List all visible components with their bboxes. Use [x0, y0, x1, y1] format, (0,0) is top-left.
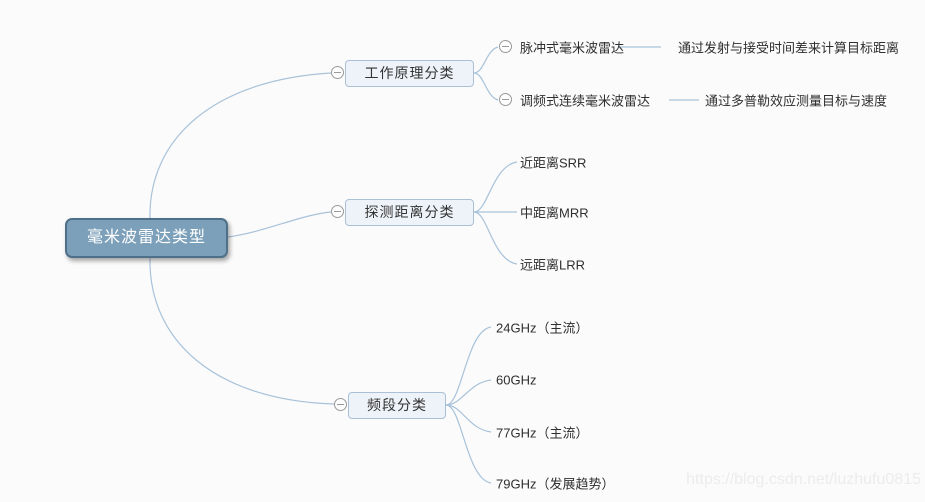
node-fm-continuous-radar[interactable]: 调频式连续毫米波雷达 — [520, 93, 651, 109]
edge-branch1-child2 — [473, 72, 499, 101]
node-srr[interactable]: 近距离SRR — [520, 155, 587, 171]
minus-glyph — [502, 99, 509, 100]
watermark-text: https://blog.csdn.net/luzhufu0815 — [686, 471, 921, 488]
edge-branch3-child1 — [445, 326, 492, 406]
minus-glyph — [337, 404, 344, 405]
edge-branch2-child1 — [473, 161, 518, 213]
collapse-icon-fm-radar[interactable] — [499, 93, 512, 106]
collapse-icon-pulse-radar[interactable] — [499, 40, 512, 53]
edge-root-branch1 — [149, 72, 332, 220]
node-mrr[interactable]: 中距离MRR — [520, 205, 589, 221]
edge-branch3-child2 — [445, 379, 492, 406]
collapse-icon-branch2[interactable] — [331, 205, 344, 218]
edge-branch1-child1 — [473, 46, 499, 74]
minus-glyph — [334, 72, 341, 73]
node-pulse-radar[interactable]: 脉冲式毫米波雷达 — [520, 40, 625, 56]
node-24ghz[interactable]: 24GHz（主流） — [496, 320, 589, 336]
edge-branch3-child3 — [445, 404, 492, 433]
node-77ghz[interactable]: 77GHz（主流） — [496, 425, 589, 441]
note-pulse-radar[interactable]: 通过发射与接受时间差来计算目标距离 — [678, 40, 900, 56]
edge-root-branch2 — [227, 211, 332, 238]
edge-branch3-child4 — [445, 404, 492, 484]
collapse-icon-branch1[interactable] — [331, 66, 344, 79]
collapse-icon-branch3[interactable] — [334, 398, 347, 411]
branch-node-frequency-band[interactable]: 频段分类 — [348, 392, 446, 419]
edge-root-branch3 — [149, 256, 335, 405]
node-60ghz[interactable]: 60GHz — [496, 372, 537, 388]
root-node[interactable]: 毫米波雷达类型 — [65, 218, 228, 258]
minus-glyph — [334, 211, 341, 212]
node-79ghz[interactable]: 79GHz（发展趋势） — [496, 476, 615, 492]
branch-node-working-principle[interactable]: 工作原理分类 — [345, 60, 474, 87]
node-lrr[interactable]: 远距离LRR — [520, 257, 586, 273]
branch-node-detection-range[interactable]: 探测距离分类 — [345, 199, 474, 226]
note-fm-continuous-radar[interactable]: 通过多普勒效应测量目标与速度 — [705, 93, 888, 109]
minus-glyph — [502, 46, 509, 47]
edge-branch2-child3 — [473, 211, 518, 265]
